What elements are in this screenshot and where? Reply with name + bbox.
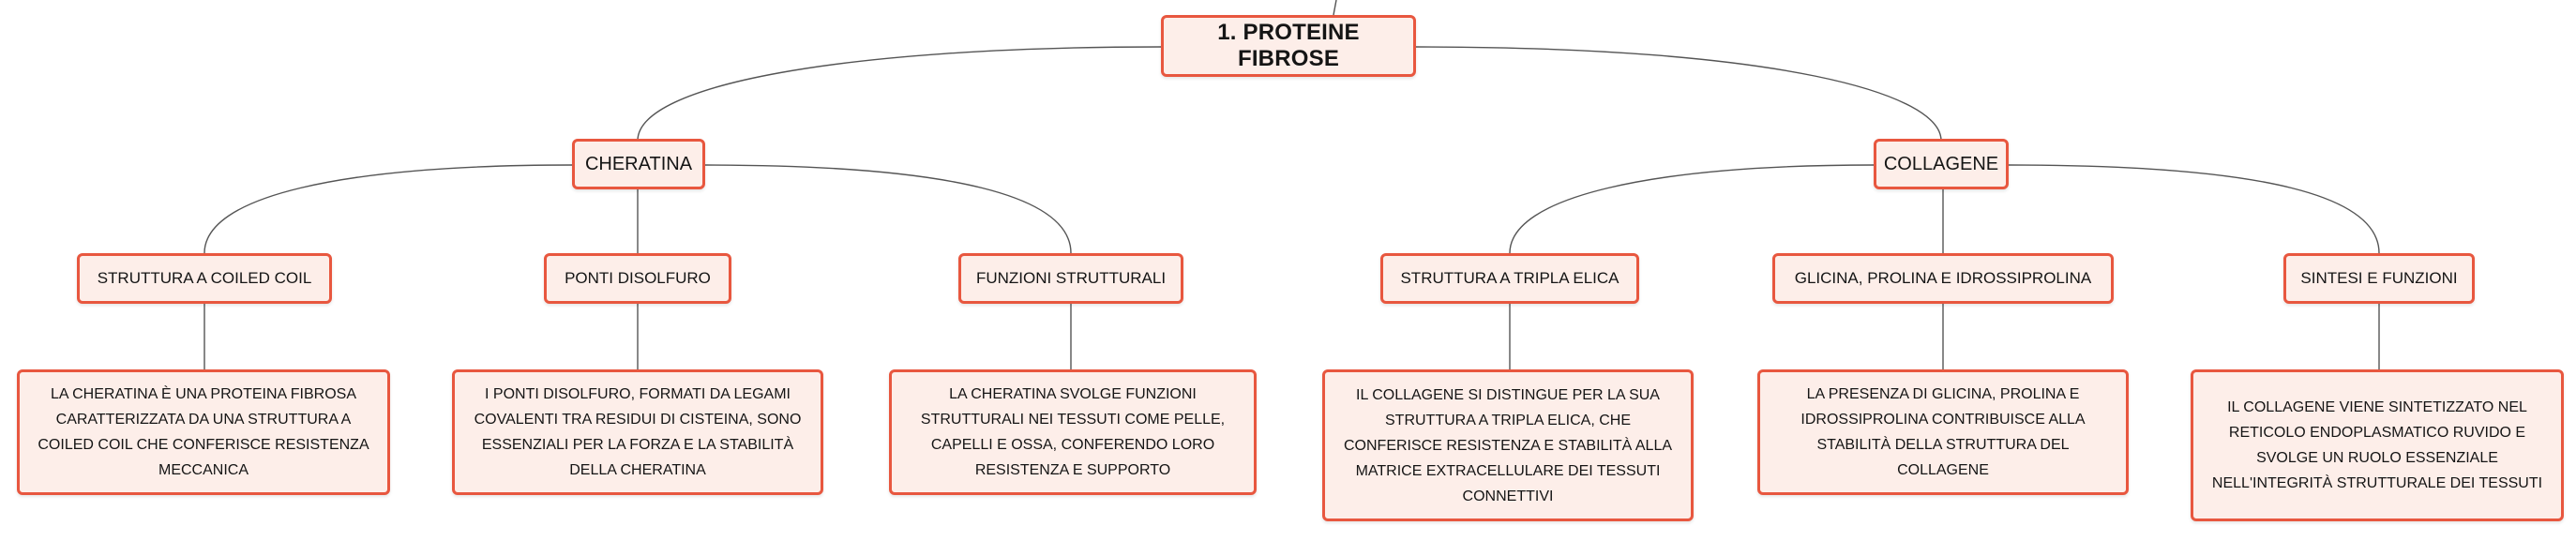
detail-line: CARATTERIZZATA DA UNA STRUTTURA A [55,412,352,428]
subtopic-funzioni-strutturali[interactable]: FUNZIONI STRUTTURALI [958,253,1183,304]
subtopic-label: GLICINA, PROLINA E IDROSSIPROLINA [1794,269,2092,287]
detail-line: LA PRESENZA DI GLICINA, PROLINA E [1806,386,2080,402]
detail-text: IL COLLAGENE SI DISTINGUE PER LA SUA STR… [1344,383,1672,509]
subtopic-label: PONTI DISOLFURO [565,269,711,287]
connector-root-cheratina [637,46,1162,142]
detail-line: SVOLGE UN RUOLO ESSENZIALE [2256,450,2498,466]
connector-cheratina-coiled-coil [203,164,573,254]
connector-collagene-sintesi [2008,164,2380,254]
subtopic-struttura-coiled-coil[interactable]: STRUTTURA A COILED COIL [77,253,332,304]
detail-text: LA PRESENZA DI GLICINA, PROLINA E IDROSS… [1800,382,2085,483]
subtopic-glicina-prolina[interactable]: GLICINA, PROLINA E IDROSSIPROLINA [1772,253,2114,304]
detail-text: LA CHERATINA È UNA PROTEINA FIBROSA CARA… [38,382,369,483]
detail-sintesi-funzioni[interactable]: IL COLLAGENE VIENE SINTETIZZATO NEL RETI… [2191,369,2564,521]
branch-collagene[interactable]: COLLAGENE [1874,139,2009,189]
detail-line: IL COLLAGENE SI DISTINGUE PER LA SUA [1356,386,1660,403]
branch-cheratina-label: CHERATINA [584,153,693,174]
subtopic-sintesi-funzioni[interactable]: SINTESI E FUNZIONI [2283,253,2475,304]
branch-collagene-label: COLLAGENE [1883,153,1999,174]
detail-line: IDROSSIPROLINA CONTRIBUISCE ALLA [1800,412,2086,428]
subtopic-label: SINTESI E FUNZIONI [2300,269,2458,287]
detail-line: CONFERISCE RESISTENZA E STABILITÀ ALLA [1343,437,1673,454]
detail-line: IL COLLAGENE VIENE SINTETIZZATO NEL [2227,399,2527,415]
detail-glicina-prolina[interactable]: LA PRESENZA DI GLICINA, PROLINA E IDROSS… [1757,369,2129,495]
detail-funzioni-strutturali[interactable]: LA CHERATINA SVOLGE FUNZIONI STRUTTURALI… [889,369,1257,495]
detail-line: COILED COIL CHE CONFERISCE RESISTENZA [38,437,369,453]
subtopic-ponti-disolfuro[interactable]: PONTI DISOLFURO [544,253,731,304]
subtopic-label: FUNZIONI STRUTTURALI [975,269,1167,287]
detail-ponti-disolfuro[interactable]: I PONTI DISOLFURO, FORMATI DA LEGAMI COV… [452,369,823,495]
detail-line: COLLAGENE [1897,462,1989,478]
detail-line: ESSENZIALI PER LA FORZA E LA STABILITÀ [481,437,794,453]
detail-struttura-coiled-coil[interactable]: LA CHERATINA È UNA PROTEINA FIBROSA CARA… [17,369,390,495]
detail-line: LA CHERATINA SVOLGE FUNZIONI [949,386,1197,402]
detail-text: I PONTI DISOLFURO, FORMATI DA LEGAMI COV… [475,382,802,483]
detail-line: CAPELLI E OSSA, CONFERENDO LORO [930,437,1215,453]
root-topic-label: 1. PROTEINE FIBROSE [1217,20,1360,71]
detail-line: MECCANICA [158,462,249,478]
subtopic-struttura-tripla-elica[interactable]: STRUTTURA A TRIPLA ELICA [1380,253,1639,304]
detail-struttura-tripla-elica[interactable]: IL COLLAGENE SI DISTINGUE PER LA SUA STR… [1322,369,1694,521]
detail-line: RETICOLO ENDOPLASMATICO RUVIDO E [2228,425,2526,441]
detail-line: CONNETTIVI [1462,488,1554,504]
branch-cheratina[interactable]: CHERATINA [572,139,705,189]
detail-line: STRUTTURALI NEI TESSUTI COME PELLE, [920,412,1226,428]
connector-collagene-tripla-elica [1509,164,1875,254]
detail-line: COVALENTI TRA RESIDUI DI CISTEINA, SONO [474,412,802,428]
detail-line: I PONTI DISOLFURO, FORMATI DA LEGAMI [485,386,791,402]
detail-text: LA CHERATINA SVOLGE FUNZIONI STRUTTURALI… [921,382,1225,483]
detail-line: RESISTENZA E SUPPORTO [974,462,1171,478]
root-topic[interactable]: 1. PROTEINE FIBROSE [1161,15,1416,77]
subtopic-label: STRUTTURA A COILED COIL [97,269,312,287]
connector-to-parent [1333,0,1337,16]
detail-text: IL COLLAGENE VIENE SINTETIZZATO NEL RETI… [2212,395,2542,496]
detail-line: MATRICE EXTRACELLULARE DEI TESSUTI [1355,462,1661,479]
detail-line: STRUTTURA A TRIPLA ELICA, CHE [1385,412,1631,428]
detail-line: STABILITÀ DELLA STRUTTURA DEL [1816,437,2070,453]
detail-line: NELL'INTEGRITÀ STRUTTURALE DEI TESSUTI [2211,475,2543,491]
subtopic-label: STRUTTURA A TRIPLA ELICA [1400,269,1619,287]
detail-line: DELLA CHERATINA [569,462,706,478]
detail-line: LA CHERATINA È UNA PROTEINA FIBROSA [50,386,356,402]
connector-cheratina-funzioni [704,164,1072,254]
connector-root-collagene [1415,46,1942,142]
